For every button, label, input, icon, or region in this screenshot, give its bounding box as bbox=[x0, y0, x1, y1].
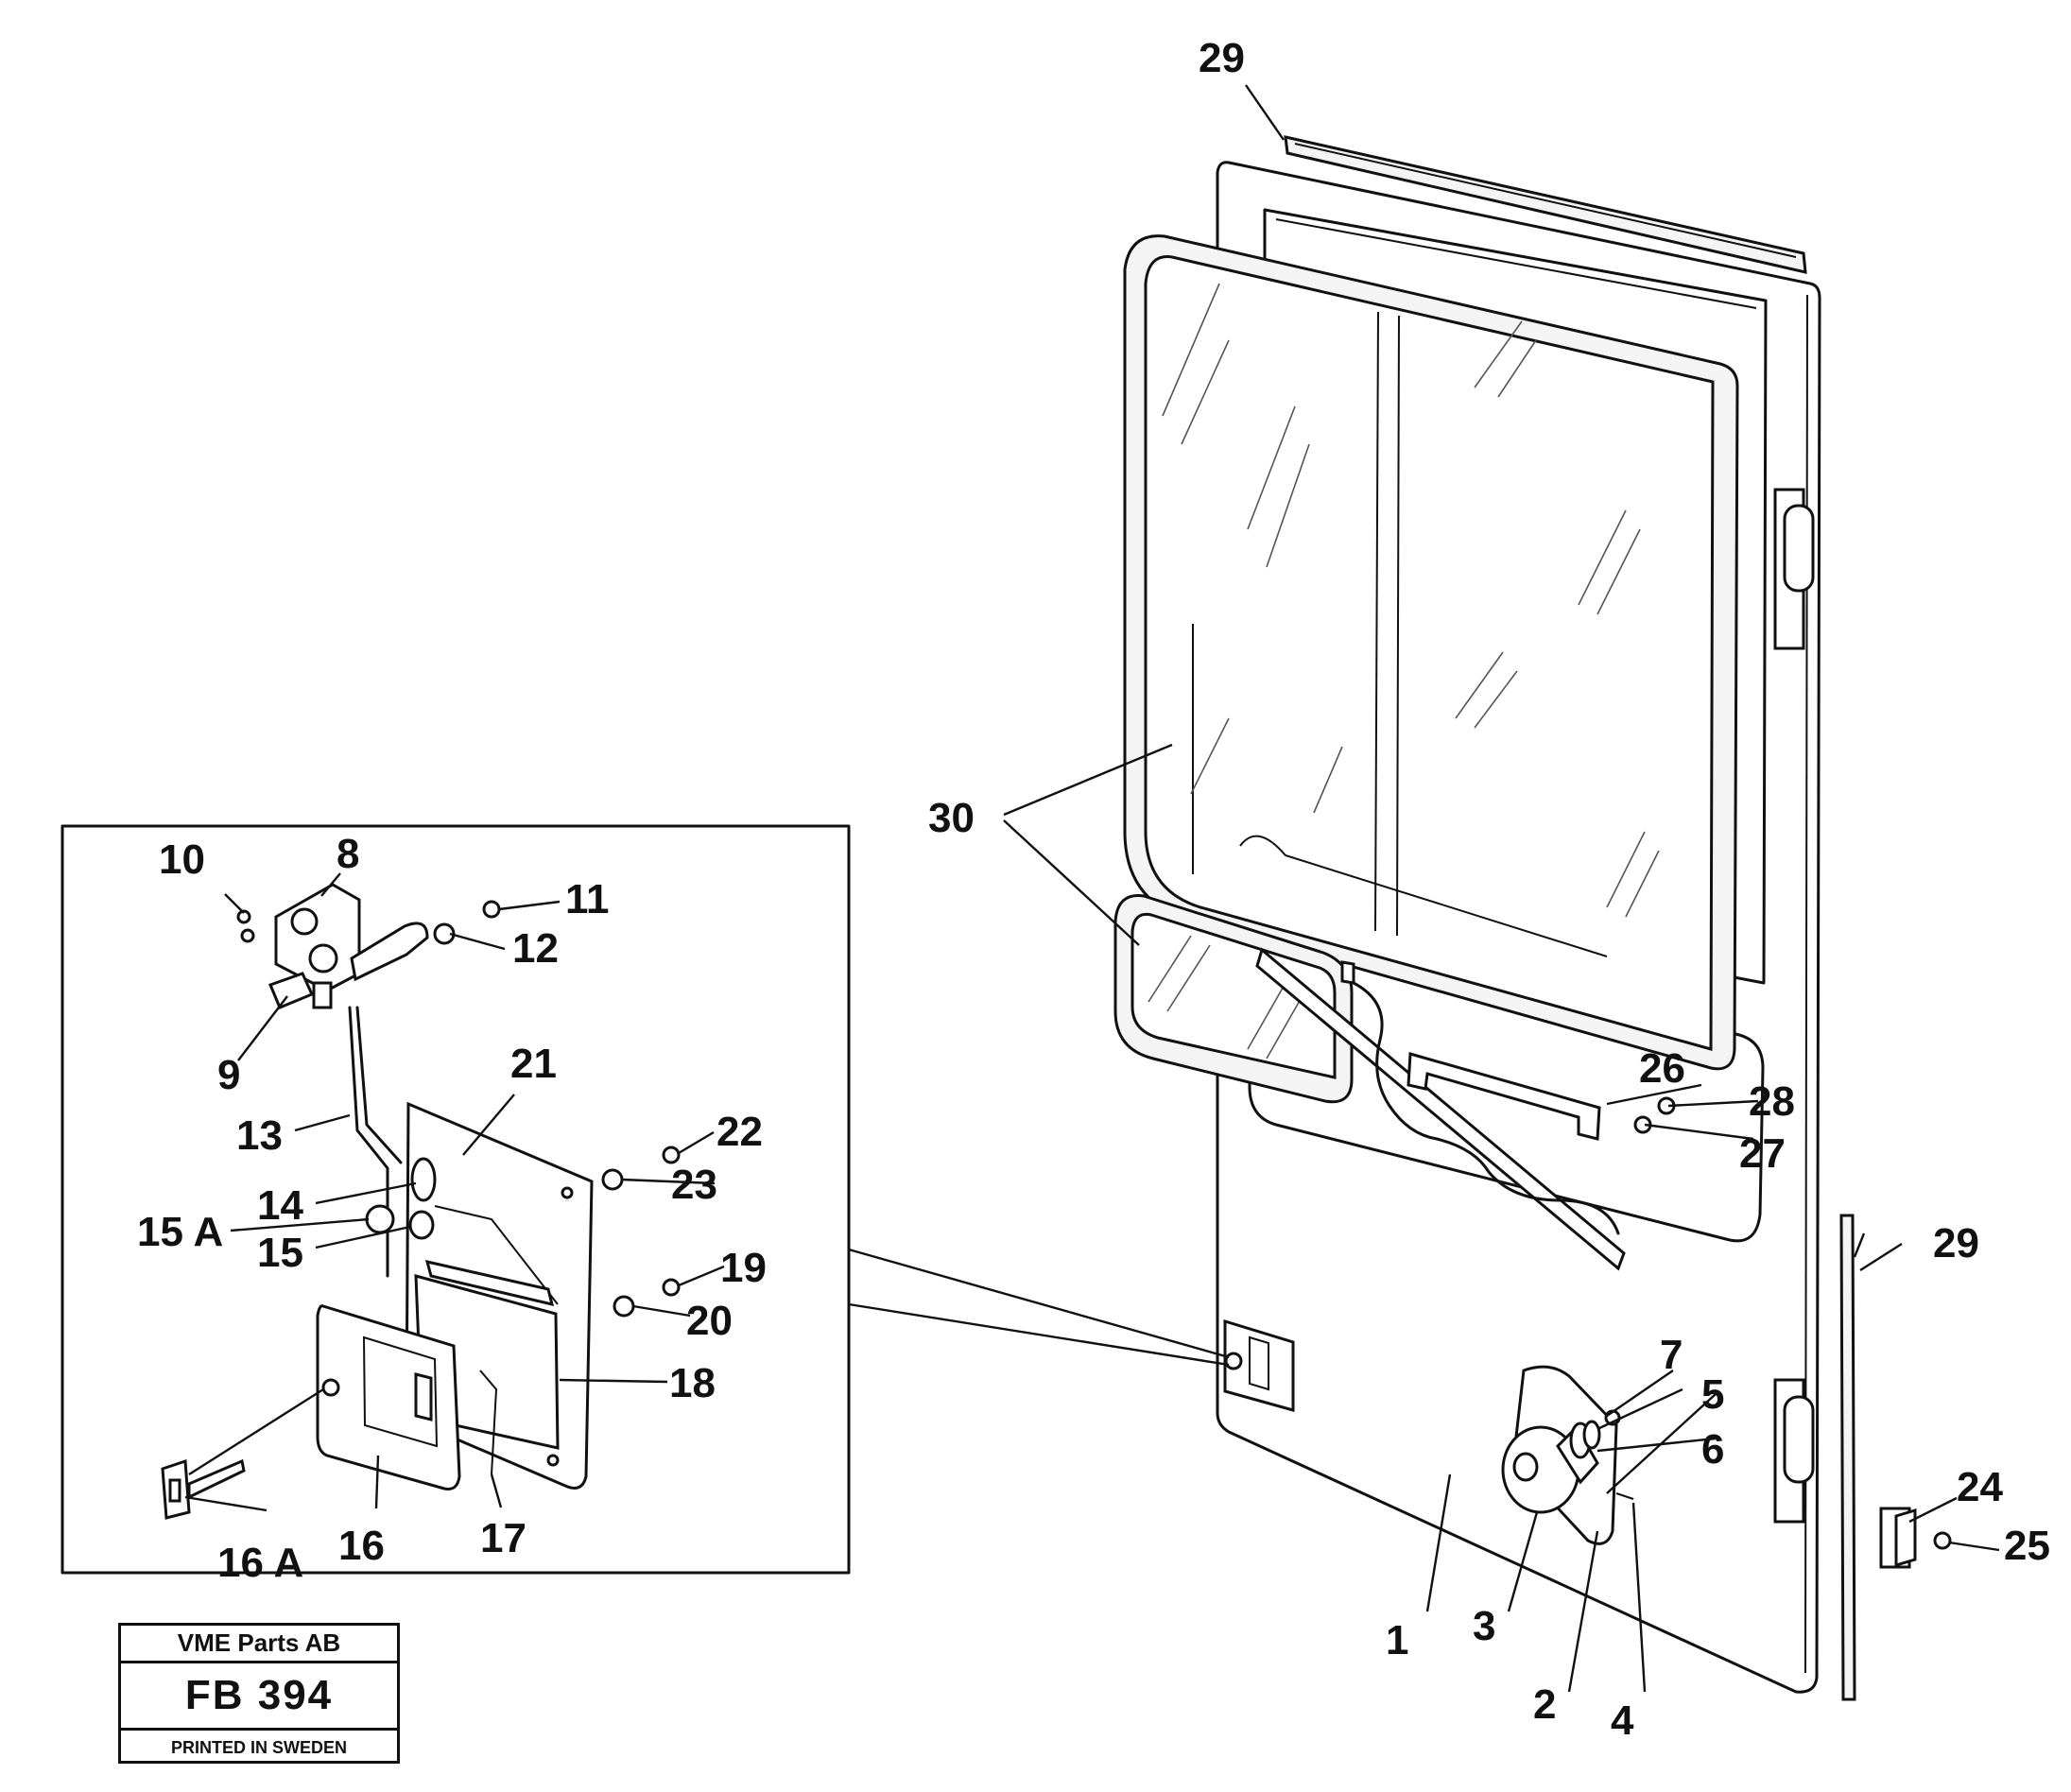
callout-8: 8 bbox=[337, 831, 359, 877]
callout-25: 25 bbox=[2004, 1523, 2050, 1569]
callout-17: 17 bbox=[480, 1515, 526, 1561]
callout-18: 18 bbox=[669, 1360, 716, 1406]
callout-labels: 29 30 26 28 27 29 7 5 6 24 25 1 3 2 4 10… bbox=[137, 35, 2050, 1744]
callout-15: 15 bbox=[257, 1230, 303, 1276]
title-block: VME Parts AB FB 394 PRINTED IN SWEDEN bbox=[118, 1623, 400, 1764]
drawing-number: FB 394 bbox=[121, 1663, 397, 1731]
door-panel bbox=[1216, 161, 1821, 1694]
callout-20: 20 bbox=[686, 1298, 733, 1344]
callout-5: 5 bbox=[1701, 1371, 1724, 1418]
callout-16a: 16 A bbox=[217, 1540, 303, 1586]
top-seal-strip bbox=[1284, 135, 1807, 274]
callout-26: 26 bbox=[1639, 1045, 1685, 1092]
lower-window bbox=[1113, 894, 1354, 1104]
detail-inset bbox=[60, 824, 851, 1575]
callout-23: 23 bbox=[671, 1162, 717, 1208]
lock-knob-assembly bbox=[1501, 1365, 1634, 1545]
callout-30: 30 bbox=[928, 795, 975, 841]
printed-note: PRINTED IN SWEDEN bbox=[170, 1737, 347, 1757]
callout-16: 16 bbox=[338, 1523, 385, 1569]
callout-6: 6 bbox=[1701, 1426, 1724, 1473]
callout-22: 22 bbox=[716, 1109, 763, 1155]
company-name: VME Parts AB bbox=[121, 1626, 397, 1663]
callout-21: 21 bbox=[510, 1041, 557, 1087]
interior-grab-handle bbox=[1407, 1052, 1601, 1141]
callout-2: 2 bbox=[1533, 1681, 1556, 1728]
callout-11: 11 bbox=[565, 876, 610, 922]
exterior-door-handle bbox=[1223, 1318, 1295, 1412]
callout-4: 4 bbox=[1611, 1697, 1634, 1744]
callout-27: 27 bbox=[1739, 1130, 1786, 1177]
callout-28: 28 bbox=[1749, 1078, 1795, 1125]
callout-29-side: 29 bbox=[1933, 1220, 1979, 1266]
callout-9: 9 bbox=[217, 1052, 240, 1098]
leader-lines bbox=[184, 84, 2000, 1693]
callout-14: 14 bbox=[257, 1182, 303, 1229]
callout-12: 12 bbox=[512, 925, 559, 972]
side-seal-strip bbox=[1839, 1214, 1856, 1701]
upper-window bbox=[1123, 234, 1739, 1071]
window-rail bbox=[1255, 947, 1626, 1271]
callout-15a: 15 A bbox=[137, 1209, 223, 1255]
callout-29-top: 29 bbox=[1199, 35, 1245, 81]
callout-10: 10 bbox=[159, 836, 205, 883]
hinge-plate bbox=[1879, 1507, 1952, 1569]
callout-1: 1 bbox=[1386, 1617, 1408, 1663]
callout-3: 3 bbox=[1473, 1603, 1495, 1649]
callout-7: 7 bbox=[1660, 1332, 1683, 1378]
callout-24: 24 bbox=[1957, 1464, 2003, 1510]
callout-19: 19 bbox=[720, 1245, 767, 1291]
callout-13: 13 bbox=[236, 1112, 283, 1159]
